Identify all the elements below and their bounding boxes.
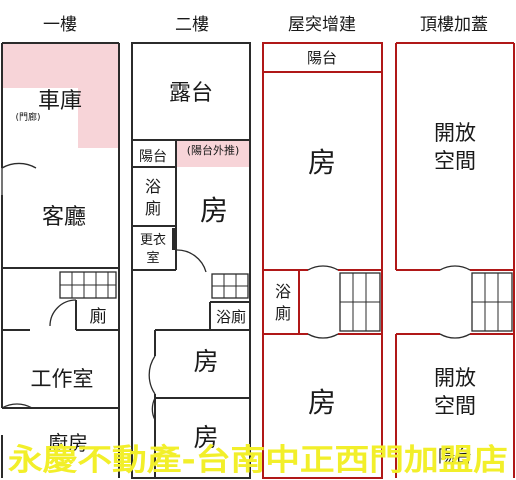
label-dressing-b: 室 <box>146 250 159 266</box>
label-room-2f-low: 房 <box>193 423 218 452</box>
label-bath-2f-b: 廁 <box>145 199 161 218</box>
label-terrace: 露台 <box>169 81 213 106</box>
label-garage: 車庫 <box>38 89 82 114</box>
label-balcony-rooftop: 陽台 <box>307 49 337 67</box>
watermark-text: 永慶不動產-台南中正西門加盟店 <box>8 443 508 478</box>
floor2-plan <box>131 42 251 479</box>
header-rooftop: 屋突增建 <box>288 15 356 35</box>
label-open-top-a: 開放 <box>434 121 476 145</box>
label-bath-toilet-2f: 浴廁 <box>216 308 246 326</box>
label-balcony-2f: 陽台 <box>139 149 167 165</box>
garage-highlight <box>2 43 119 148</box>
label-bath-rooftop-b: 廁 <box>275 304 291 323</box>
label-garage-note: (門廊) <box>15 111 40 123</box>
label-balcony-extension: (陽台外推) <box>187 143 240 157</box>
label-roof-bottom: 陽台 <box>438 447 472 467</box>
label-open-bottom-a: 開放 <box>434 366 476 390</box>
label-workroom: 工作室 <box>31 367 94 391</box>
label-bath-2f-a: 浴 <box>145 177 161 196</box>
roof-addition-plan <box>395 42 515 478</box>
header-roof-addition: 頂樓加蓋 <box>420 15 488 35</box>
header-floor2: 二樓 <box>175 15 209 35</box>
label-bath-rooftop-a: 浴 <box>275 282 291 301</box>
label-kitchen: 廚房 <box>48 431 88 455</box>
label-room-2f-main: 房 <box>200 194 228 227</box>
label-dressing-a: 更衣 <box>140 232 166 248</box>
rooftop-plan <box>262 42 383 479</box>
label-room-rooftop-top: 房 <box>308 146 336 179</box>
header-floor1: 一樓 <box>43 15 77 35</box>
label-room-2f-mid: 房 <box>193 347 218 376</box>
label-open-bottom-b: 空間 <box>434 394 476 418</box>
balcony-extension-highlight <box>176 140 250 167</box>
floor1-plan <box>1 42 120 478</box>
label-living-room: 客廳 <box>42 205 86 230</box>
label-open-top-b: 空間 <box>434 149 476 173</box>
label-room-rooftop-bottom: 房 <box>308 386 336 419</box>
label-toilet-1f: 廁 <box>90 306 107 327</box>
